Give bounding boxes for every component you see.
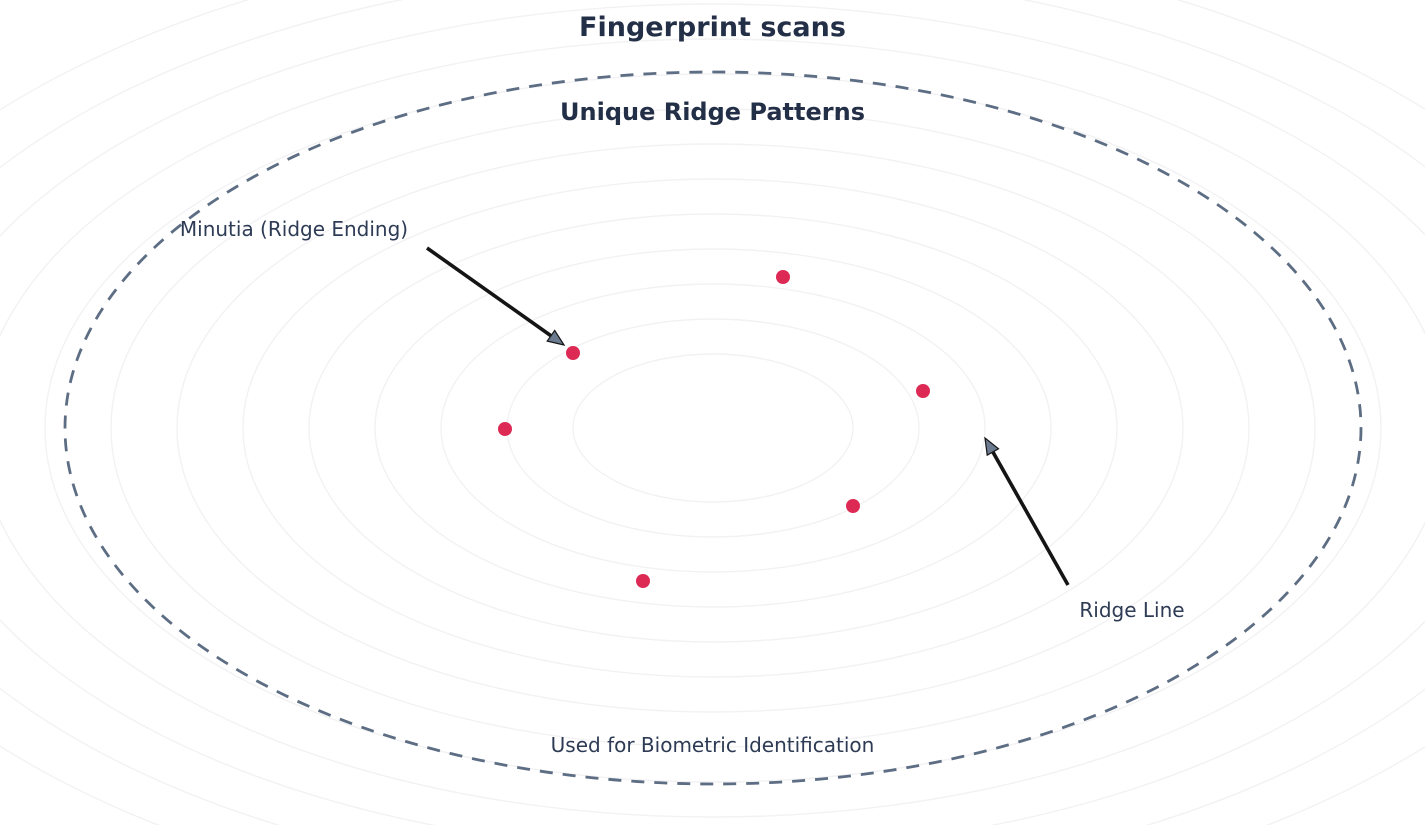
minutia-dot [846,499,860,513]
annotation-label-ridge-line: Ridge Line [1079,598,1185,622]
ridge-ring [572,353,854,503]
arrowhead-ridge-line [984,436,1000,457]
minutia-dot [776,270,790,284]
outline-group [63,70,1363,786]
minutia-dot [498,422,512,436]
arrows-group [425,246,1070,586]
annotation-label-minutia: Minutia (Ridge Ending) [179,217,409,241]
unique-ridge-patterns-ellipse [63,70,1363,786]
annotation-arrow-ridge-line [991,451,1070,586]
diagram-title: Fingerprint scans [579,12,846,43]
ellipse-bottom-label: Used for Biometric Identification [550,733,875,757]
ridge-ring [374,248,1052,608]
minutiae-dots-group [498,270,930,588]
ridge-ring [242,178,1184,678]
ridge-ring [110,108,1316,748]
minutia-dot [636,574,650,588]
annotation-arrow-minutia [425,246,552,338]
ridge-ring [0,3,1425,825]
ridge-ring [176,143,1250,713]
minutia-dot [916,384,930,398]
ridge-ring [44,73,1382,783]
ridge-ring [440,283,986,573]
ellipse-top-label: Unique Ridge Patterns [560,98,865,126]
ridge-ring [0,38,1425,818]
minutia-dot [566,346,580,360]
arrowhead-minutia [546,329,566,346]
ridge-ring [308,213,1118,643]
